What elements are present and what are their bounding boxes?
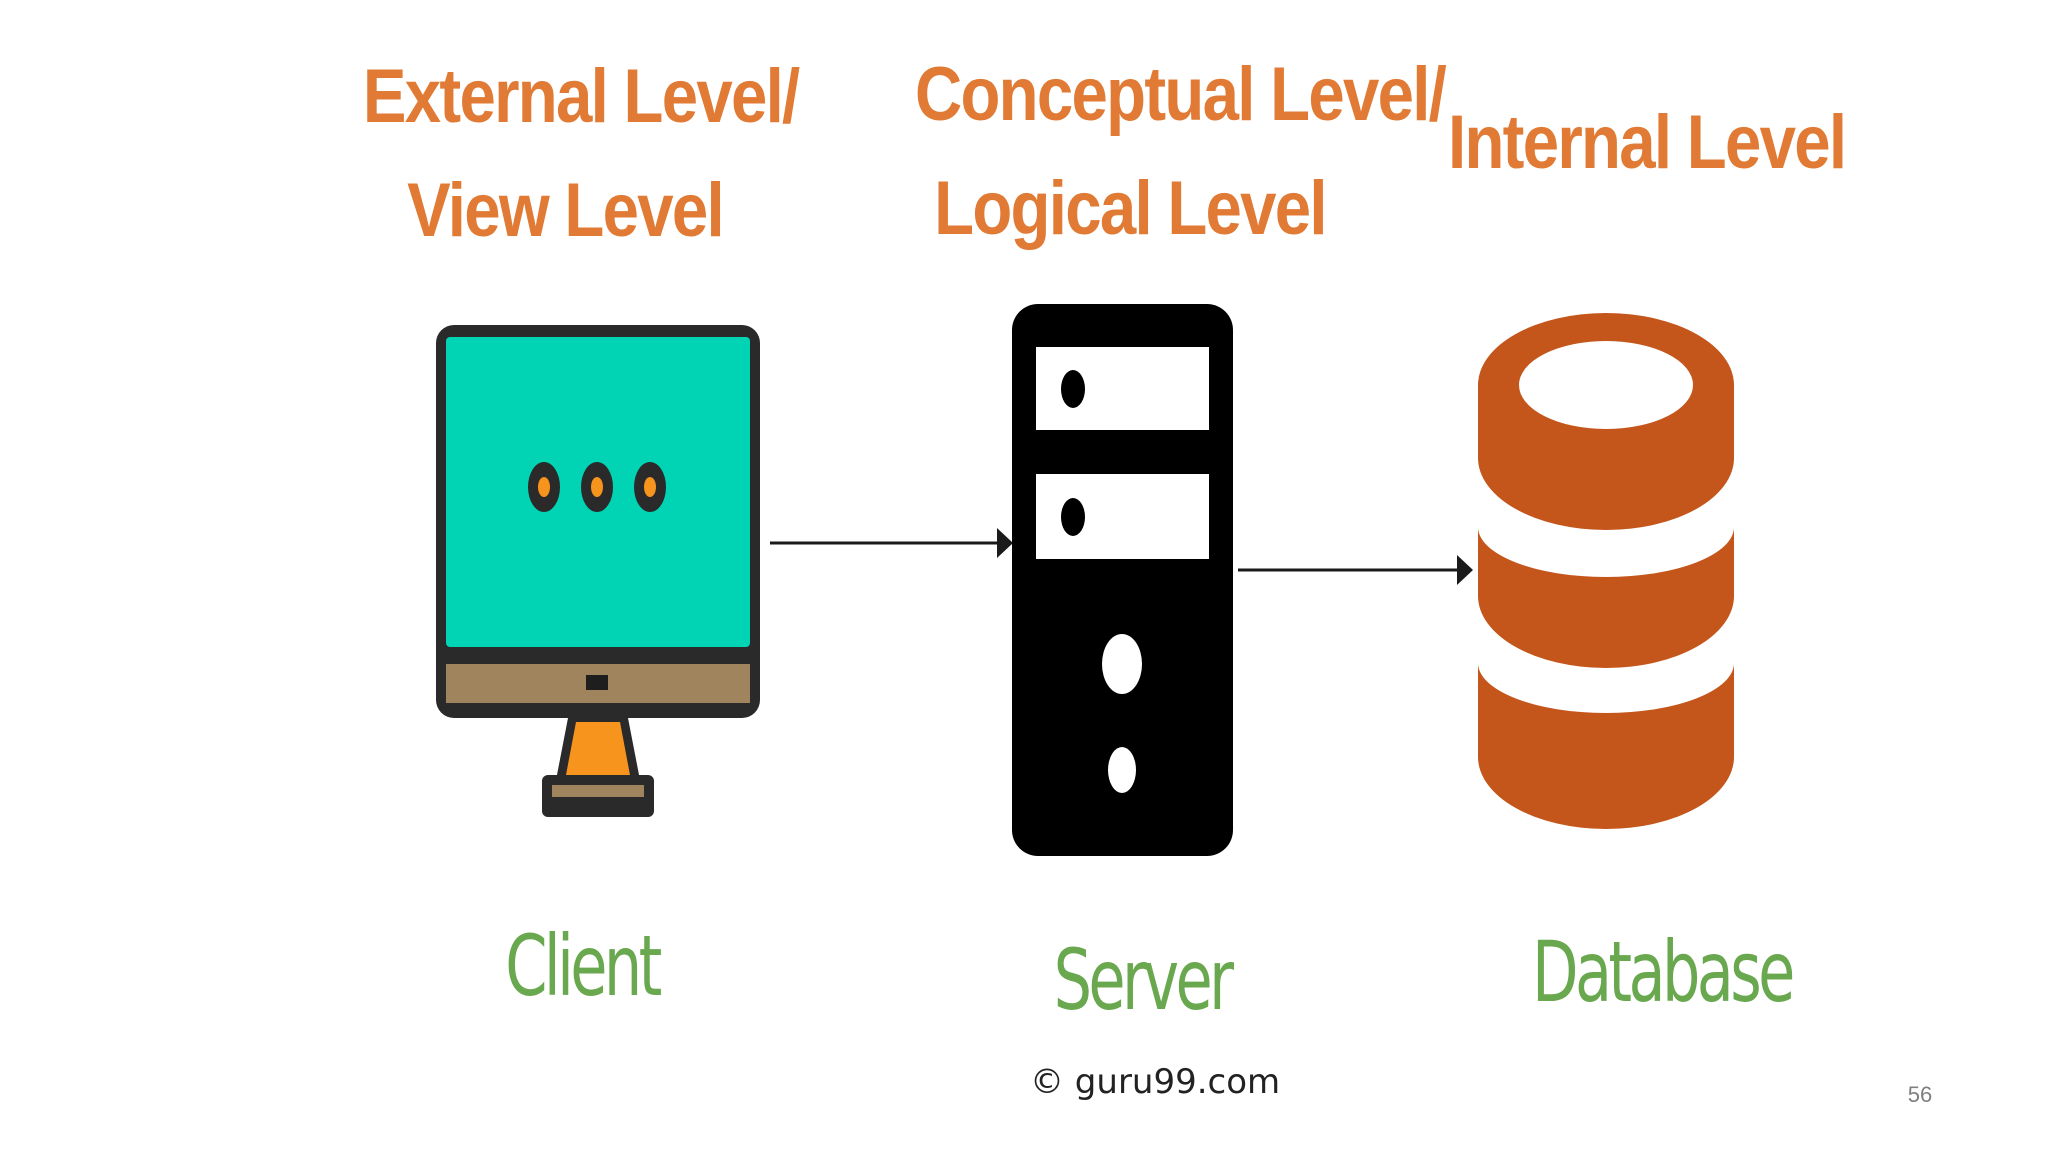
arrow-client-to-server <box>770 528 1013 558</box>
server-label: Server <box>1053 931 1234 1029</box>
internal-level-line1: Internal Level <box>1448 100 1847 185</box>
external-level-heading: External Level/ View Level <box>362 40 800 268</box>
arrow-server-to-database <box>1238 555 1473 585</box>
external-level-line2: View Level <box>407 168 725 253</box>
page-number: 56 <box>1907 1082 1933 1107</box>
copyright-watermark: © guru99.com <box>1030 1062 1281 1102</box>
desktop-monitor-icon <box>436 325 760 817</box>
ellipsis-dots <box>528 462 666 512</box>
client-label: Client <box>505 917 662 1015</box>
conceptual-level-line2: Logical Level <box>934 166 1327 251</box>
external-level-line1: External Level/ <box>362 54 800 139</box>
database-label: Database <box>1532 923 1795 1021</box>
server-tower-icon <box>1012 304 1233 856</box>
internal-level-heading: Internal Level <box>1448 86 1847 200</box>
database-cylinder-icon <box>1478 313 1734 829</box>
